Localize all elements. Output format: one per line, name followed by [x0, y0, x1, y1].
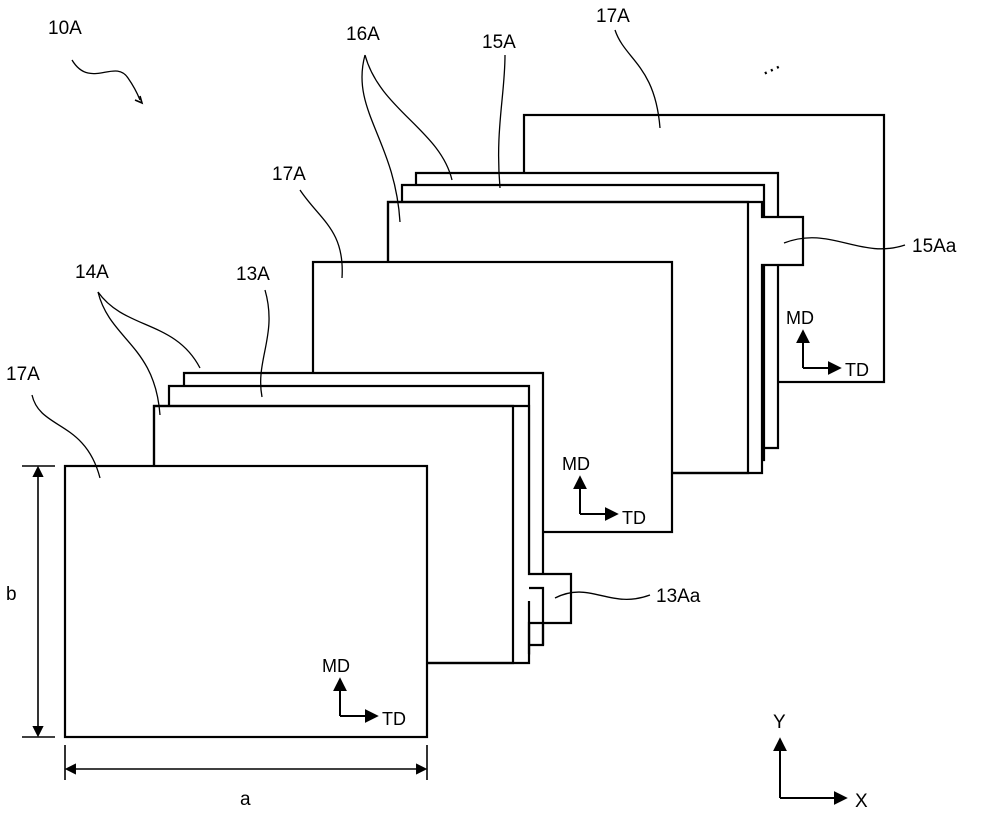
label-separator-front: 17A [6, 364, 40, 385]
continuation-dots: ⋯ [757, 54, 785, 84]
label-cathode: 15A [482, 32, 516, 53]
label-dimension-width: a [240, 789, 251, 810]
label-axis-y: Y [773, 712, 786, 733]
leader-cathode [499, 55, 505, 188]
label-separator-back: 17A [596, 6, 630, 27]
label-anode-tab: 13Aa [656, 586, 701, 607]
label-td-front: TD [382, 709, 406, 729]
separator-sheet-front [65, 466, 427, 737]
label-cathode-tab: 15Aa [912, 236, 957, 257]
xy-axes [780, 740, 845, 798]
label-md-front: MD [322, 656, 350, 676]
label-md-back: MD [786, 308, 814, 328]
label-td-back: TD [845, 360, 869, 380]
label-cathode-pair: 16A [346, 24, 380, 45]
label-assembly: 10A [48, 18, 82, 39]
leader-separator-back [615, 30, 660, 128]
label-dimension-height: b [6, 584, 17, 605]
leader-cathode-pair-a [362, 55, 400, 222]
leader-anode-pair-b [98, 292, 200, 368]
label-anode-pair: 14A [75, 262, 109, 283]
leader-cathode-pair-b [365, 55, 452, 180]
label-td-middle: TD [622, 508, 646, 528]
label-md-middle: MD [562, 454, 590, 474]
label-axis-x: X [855, 791, 868, 812]
leader-assembly [72, 60, 140, 100]
label-separator-middle: 17A [272, 164, 306, 185]
label-anode: 13A [236, 264, 270, 285]
leader-anode-pair-a [98, 292, 160, 415]
